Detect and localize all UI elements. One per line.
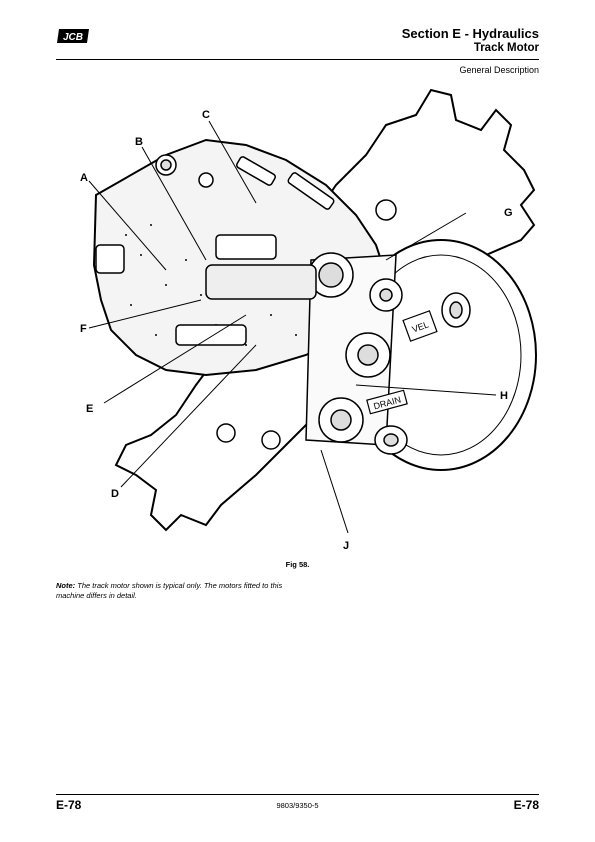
footer-rule [56,794,539,795]
section-title: Section E - Hydraulics [401,26,539,41]
callout-h: H [500,390,508,402]
document-number: 9803/9350-5 [276,801,319,810]
callout-f: F [80,323,87,335]
jcb-logo: JCB [57,29,89,43]
jcb-logo-text: JCB [63,32,83,43]
callout-b: B [135,136,143,148]
callout-d: D [111,488,119,500]
end-cap-bolts [374,292,471,455]
callout-a: A [80,172,88,184]
header-rule [56,59,539,60]
sub-title: Track Motor [473,42,539,54]
section-description: General Description [459,65,539,75]
note-label: Note: [56,581,76,590]
vel-badge: VEL [402,310,438,342]
page-number-left: E-78 [56,798,82,812]
callout-j: J [343,540,349,552]
page-number-right: E-78 [513,798,539,812]
shaft [205,264,317,300]
drain-badge: DRAIN [366,389,408,415]
callout-e: E [86,403,93,415]
figure-caption: Fig 58. [285,560,310,569]
track-motor-illustration: VEL DRAIN A B C D E F G H J [80,88,537,552]
callout-g: G [504,207,513,219]
leader-lines [88,120,497,534]
note-paragraph: Note: The track motor shown is typical o… [56,581,296,601]
texture-dots [125,224,297,346]
internal-gears [95,154,403,450]
callout-c: C [202,109,210,121]
note-text: The track motor shown is typical only. T… [56,581,283,600]
